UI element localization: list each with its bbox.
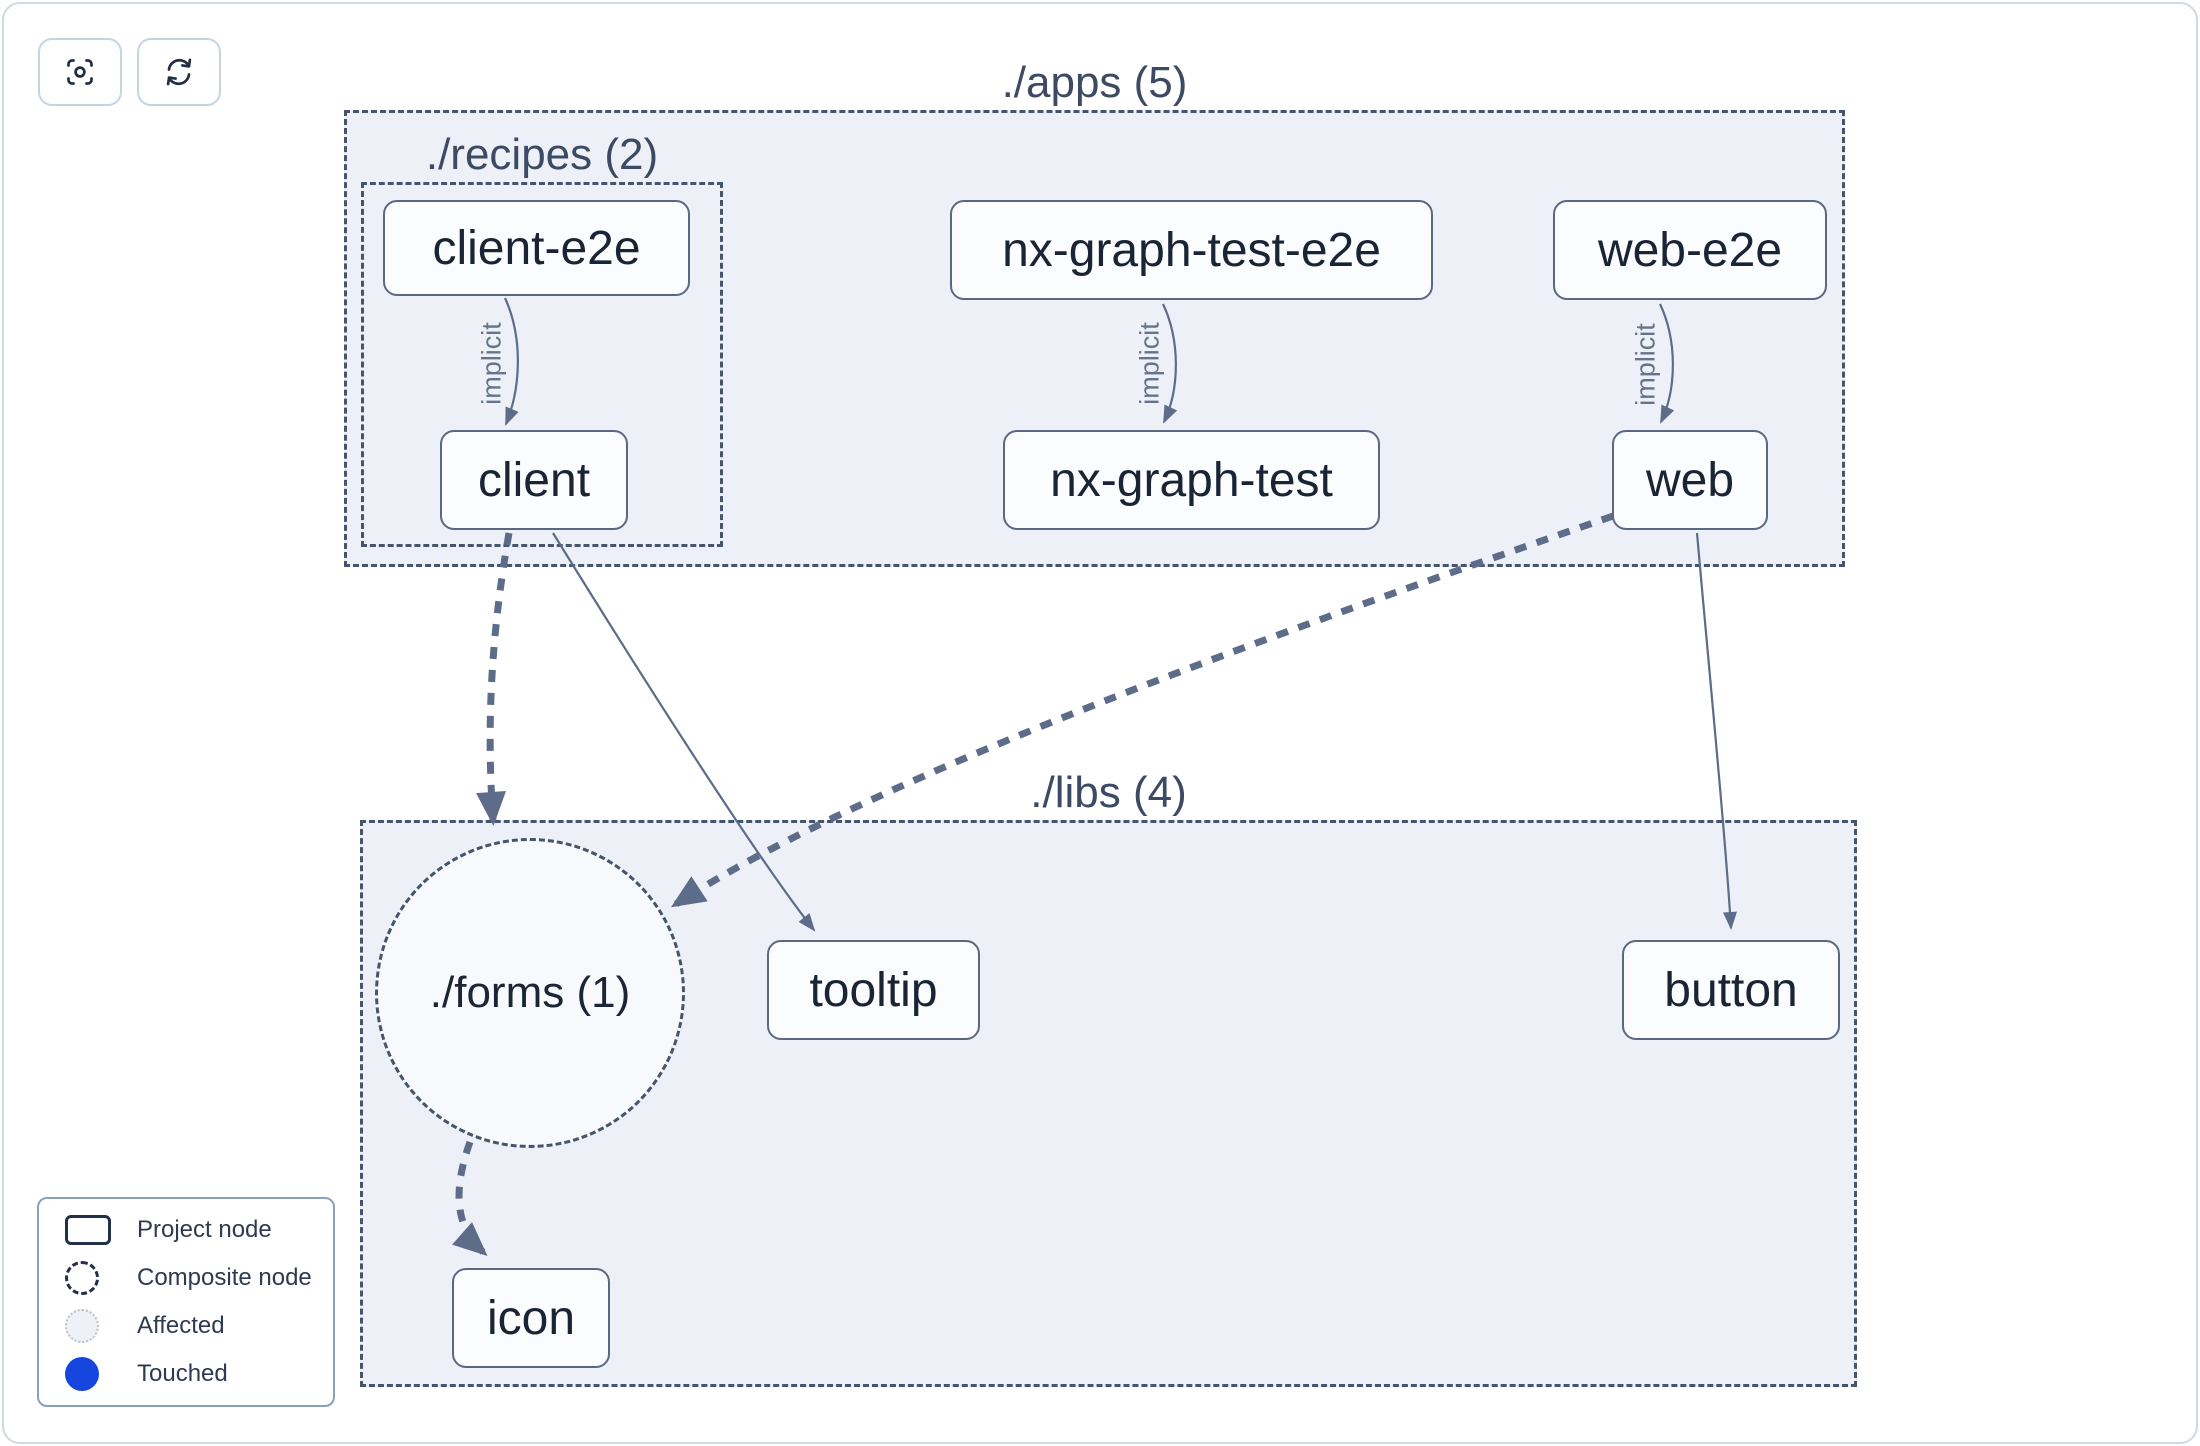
node-client-e2e[interactable]: client-e2e — [383, 200, 690, 296]
node-web[interactable]: web — [1612, 430, 1768, 530]
legend-item-composite-node: Composite node — [39, 1261, 333, 1295]
focus-button[interactable] — [38, 38, 122, 106]
legend-item-affected: Affected — [39, 1309, 333, 1343]
refresh-button[interactable] — [137, 38, 221, 106]
affected-swatch — [65, 1309, 99, 1343]
legend-label: Project node — [137, 1216, 272, 1243]
node-web-e2e[interactable]: web-e2e — [1553, 200, 1827, 300]
node-tooltip[interactable]: tooltip — [767, 940, 980, 1040]
focus-icon — [67, 59, 93, 85]
node-button[interactable]: button — [1622, 940, 1840, 1040]
edge-client-to-forms — [476, 532, 513, 826]
project-node-swatch — [65, 1215, 111, 1245]
group-apps-label: ./apps (5) — [1001, 58, 1188, 107]
legend-item-touched: Touched — [39, 1357, 333, 1391]
legend-item-project-node: Project node — [39, 1213, 333, 1247]
legend-label: Touched — [137, 1360, 228, 1387]
legend: Project node Composite node Affected Tou… — [37, 1197, 335, 1407]
node-icon[interactable]: icon — [452, 1268, 610, 1368]
composite-node-swatch — [65, 1261, 99, 1295]
node-nx-graph-test[interactable]: nx-graph-test — [1003, 430, 1380, 530]
legend-label: Affected — [137, 1312, 225, 1339]
legend-label: Composite node — [137, 1264, 312, 1291]
node-client[interactable]: client — [440, 430, 628, 530]
refresh-icon — [166, 58, 192, 86]
node-nx-graph-test-e2e[interactable]: nx-graph-test-e2e — [950, 200, 1433, 300]
composite-node-forms[interactable]: ./forms (1) — [375, 838, 685, 1148]
group-libs-label: ./libs (4) — [1030, 768, 1187, 817]
touched-swatch — [65, 1357, 99, 1391]
